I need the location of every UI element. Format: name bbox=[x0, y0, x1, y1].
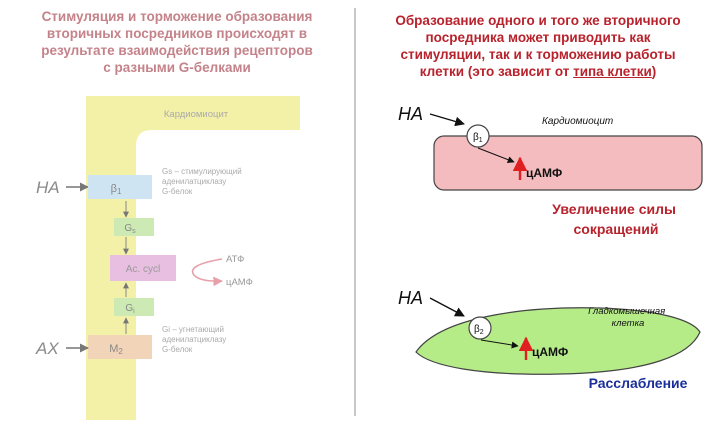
bottom-effect: Расслабление bbox=[589, 375, 688, 391]
receptor-sub: 1 bbox=[117, 187, 122, 196]
top-agonist-na: НА bbox=[398, 104, 423, 124]
adenylate-cyclase bbox=[110, 255, 176, 281]
beta1-receptor-circle bbox=[466, 124, 490, 148]
beta2-camp-arrow bbox=[480, 339, 519, 349]
beta2-receptor-circle bbox=[468, 316, 492, 340]
top-cell-label: Кардиомиоцит bbox=[542, 116, 613, 127]
receptor-label: M bbox=[109, 343, 118, 355]
gs-description: Gs – стимулирующий аденилатциклазу G-бел… bbox=[162, 167, 244, 196]
cell-type-underlined: типа клетки bbox=[573, 64, 652, 79]
svg-text:M2: M2 bbox=[109, 343, 123, 356]
gi-sub: i bbox=[133, 308, 135, 315]
gi-protein bbox=[114, 298, 154, 316]
ac-label: Ac. cycl bbox=[126, 264, 160, 275]
gi-label: G bbox=[125, 303, 133, 314]
gs-protein bbox=[114, 218, 154, 236]
atf-label: АТФ bbox=[226, 254, 244, 265]
left-title-line: результате взаимодействия рецепторов bbox=[41, 43, 313, 58]
top-na-arrow bbox=[429, 113, 465, 127]
cardiomyocyte-cell bbox=[433, 135, 703, 191]
svg-text:Gi: Gi bbox=[125, 303, 135, 315]
cell-label: Кардиомиоцит bbox=[164, 109, 229, 120]
right-title: Образование одного и того же вторичного … bbox=[368, 12, 708, 80]
receptor-sub: 2 bbox=[480, 329, 484, 336]
receptor-sub: 1 bbox=[479, 137, 483, 144]
left-title: Стимуляция и торможение образования втор… bbox=[18, 8, 336, 76]
gs-label: G bbox=[124, 223, 132, 234]
top-effect: Увеличение силы сокращений bbox=[552, 201, 680, 237]
agonist-na: НА bbox=[36, 178, 60, 197]
smooth-muscle-cell bbox=[415, 307, 701, 375]
right-title-line: посредника может приводить как bbox=[425, 30, 651, 45]
svg-text:β1: β1 bbox=[473, 132, 483, 144]
bottom-agonist-na: НА bbox=[398, 288, 423, 308]
top-camf: цАМФ bbox=[526, 166, 562, 180]
beta1-receptor bbox=[88, 175, 152, 199]
right-title-line-last: клетки (это зависит от типа клетки) bbox=[419, 64, 657, 79]
left-title-line: с разными G-белками bbox=[103, 60, 251, 75]
agonist-ach: АХ bbox=[35, 339, 59, 358]
bottom-cell-label: Гладкомышечная клетка bbox=[588, 306, 668, 329]
svg-text:Gs: Gs bbox=[124, 223, 136, 235]
receptor-label: β bbox=[474, 324, 480, 335]
right-title-line: стимуляции, так и к торможению работы bbox=[400, 47, 676, 62]
camf-label: цАМФ bbox=[226, 277, 253, 288]
gs-sub: s bbox=[132, 228, 136, 235]
bottom-na-arrow bbox=[429, 297, 465, 317]
atp-camp-arrow bbox=[191, 258, 223, 287]
gi-description: Gi – угнетающий аденилатциклазу G-белок bbox=[162, 325, 229, 354]
left-title-line: вторичных посредников происходят в bbox=[46, 26, 308, 41]
svg-text:β1: β1 bbox=[111, 183, 122, 196]
m2-receptor bbox=[88, 335, 152, 359]
receptor-label: β bbox=[473, 132, 479, 143]
svg-text:β2: β2 bbox=[474, 324, 484, 336]
left-title-line: Стимуляция и торможение образования bbox=[41, 9, 313, 24]
receptor-label: β bbox=[111, 183, 117, 195]
right-title-line: Образование одного и того же вторичного bbox=[395, 13, 681, 28]
bottom-camf: цАМФ bbox=[532, 345, 568, 359]
beta1-camp-arrow bbox=[477, 147, 515, 163]
receptor-sub: 2 bbox=[118, 347, 123, 356]
